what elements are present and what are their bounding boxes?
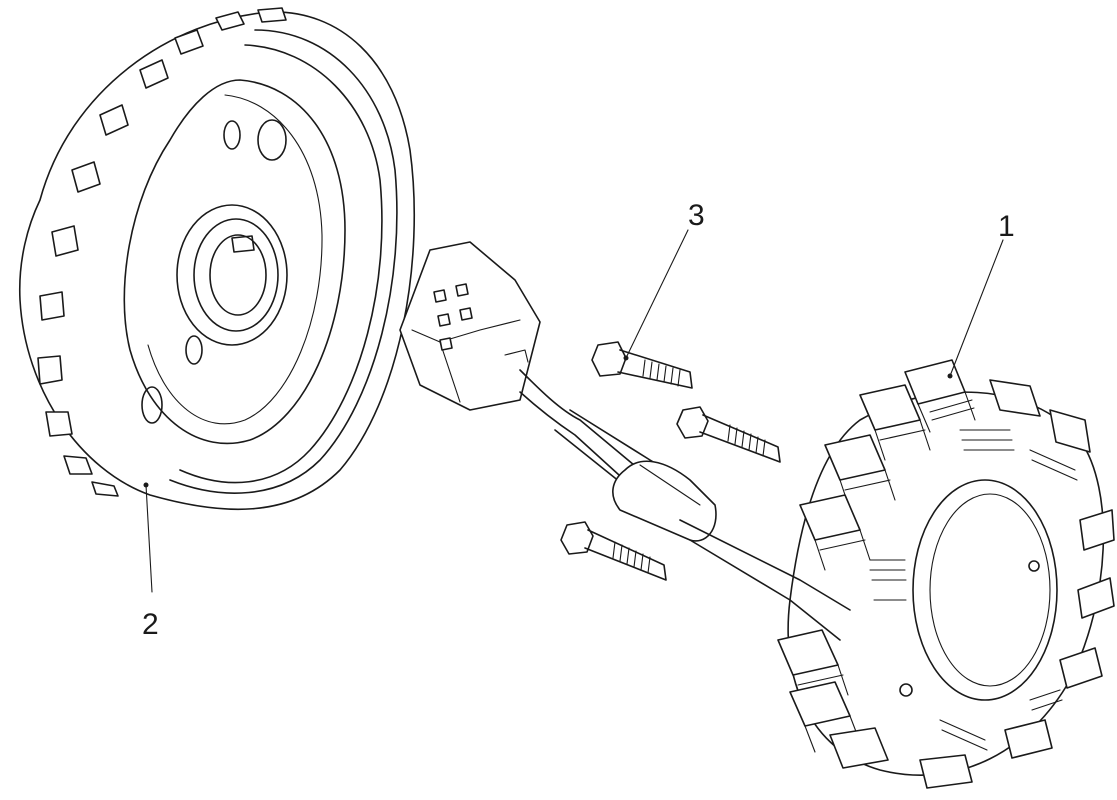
callout-2: 2 xyxy=(142,482,159,641)
flywheel-rotor xyxy=(18,7,416,511)
wire-harness xyxy=(554,409,851,641)
wire-connector xyxy=(399,241,641,486)
stator xyxy=(777,359,1115,789)
callout-2-label: 2 xyxy=(142,608,159,641)
bolts xyxy=(560,341,781,581)
bolt-2 xyxy=(676,406,781,463)
rotor-magnets xyxy=(37,7,287,497)
stator-poles xyxy=(777,359,1115,789)
callout-1: 1 xyxy=(947,210,1015,379)
callout-3: 3 xyxy=(623,199,705,361)
bolt-3 xyxy=(560,521,667,581)
bolt-1 xyxy=(591,341,693,389)
callout-3-label: 3 xyxy=(688,199,705,232)
callout-1-label: 1 xyxy=(998,210,1015,243)
